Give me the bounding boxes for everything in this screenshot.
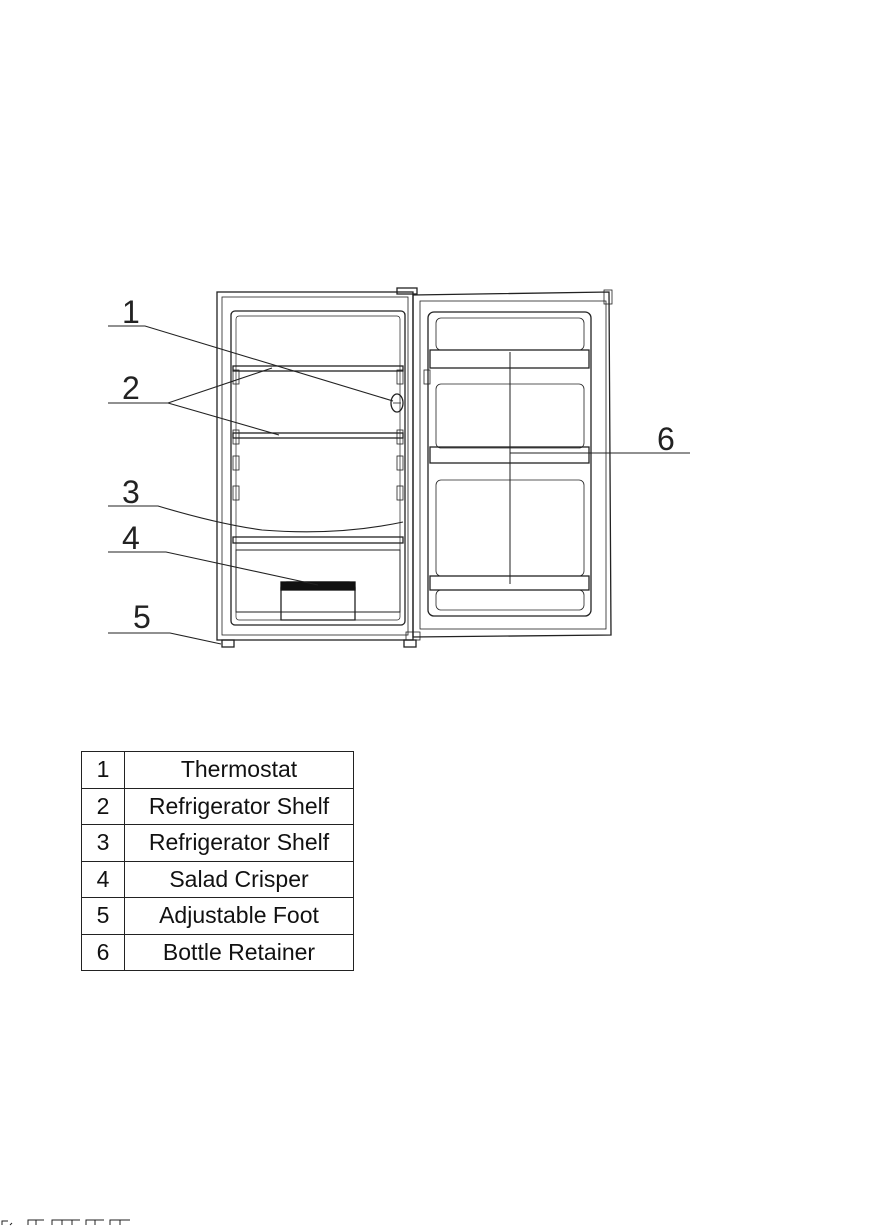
callout-number-1: 1 bbox=[122, 294, 140, 330]
leader-line-4 bbox=[108, 552, 318, 585]
part-name-cell: Adjustable Foot bbox=[125, 898, 354, 935]
parts-legend-table: 1 Thermostat 2 Refrigerator Shelf 3 Refr… bbox=[81, 751, 354, 971]
part-name-cell: Salad Crisper bbox=[125, 861, 354, 898]
refrigerator-shelf-upper bbox=[233, 366, 403, 371]
part-number-cell: 6 bbox=[82, 934, 125, 971]
callout-number-2: 2 bbox=[122, 370, 140, 406]
callout-number-3: 3 bbox=[122, 474, 140, 510]
page-edge-marks bbox=[0, 1216, 140, 1226]
leader-line-1 bbox=[108, 326, 393, 401]
callout-number-5: 5 bbox=[133, 599, 151, 635]
refrigerator-door bbox=[406, 290, 612, 640]
part-name-cell: Bottle Retainer bbox=[125, 934, 354, 971]
table-row: 3 Refrigerator Shelf bbox=[82, 825, 354, 862]
refrigerator-shelf-middle bbox=[233, 433, 403, 438]
table-row: 6 Bottle Retainer bbox=[82, 934, 354, 971]
part-number-cell: 4 bbox=[82, 861, 125, 898]
part-number-cell: 2 bbox=[82, 788, 125, 825]
table-row: 4 Salad Crisper bbox=[82, 861, 354, 898]
part-name-cell: Refrigerator Shelf bbox=[125, 788, 354, 825]
refrigerator-diagram: 1 2 3 4 5 6 bbox=[0, 0, 874, 700]
refrigerator-shelf-lower bbox=[233, 537, 403, 543]
adjustable-foot bbox=[222, 640, 416, 647]
table-row: 2 Refrigerator Shelf bbox=[82, 788, 354, 825]
callout-number-6: 6 bbox=[657, 421, 675, 457]
leader-line-3 bbox=[108, 506, 403, 532]
table-row: 1 Thermostat bbox=[82, 752, 354, 789]
part-number-cell: 1 bbox=[82, 752, 125, 789]
part-name-cell: Thermostat bbox=[125, 752, 354, 789]
leader-line-5 bbox=[108, 633, 221, 644]
callout-number-4: 4 bbox=[122, 520, 140, 556]
thermostat-knob bbox=[391, 394, 403, 412]
part-name-cell: Refrigerator Shelf bbox=[125, 825, 354, 862]
part-number-cell: 5 bbox=[82, 898, 125, 935]
part-number-cell: 3 bbox=[82, 825, 125, 862]
table-row: 5 Adjustable Foot bbox=[82, 898, 354, 935]
